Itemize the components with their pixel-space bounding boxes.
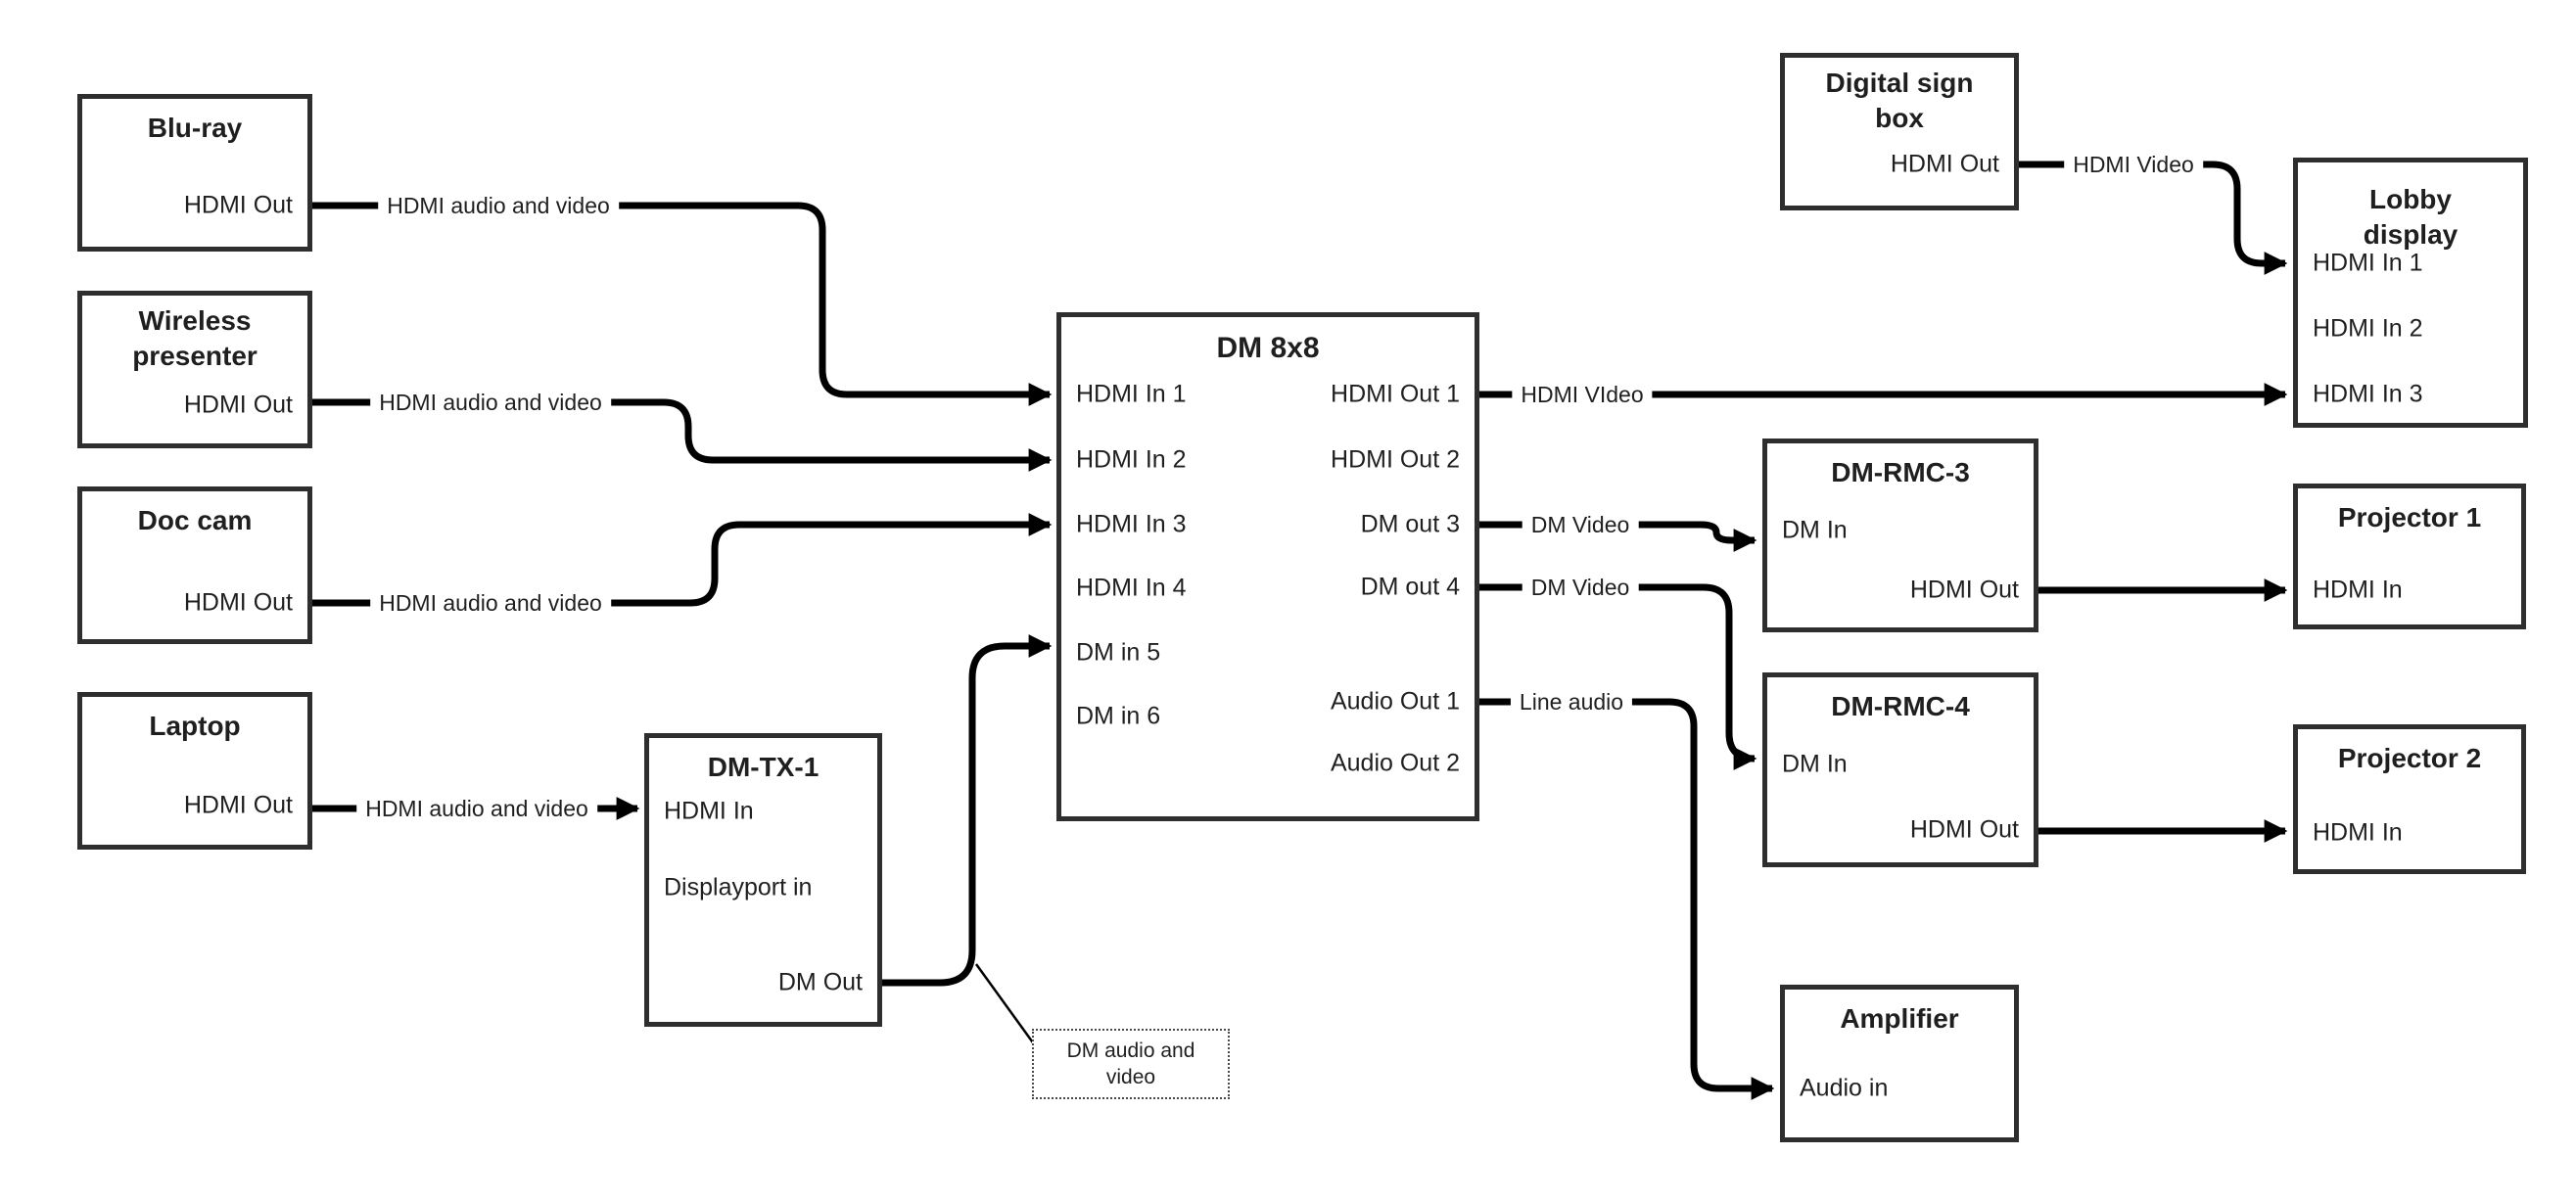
node-title: DM-TX-1 xyxy=(707,752,820,782)
node-laptop[interactable]: Laptop HDMI Out xyxy=(77,692,312,850)
wire-label-hdmi-av-doccam: HDMI audio and video xyxy=(370,588,611,618)
node-title: Lobby display xyxy=(2363,184,2459,250)
node-title: Doc cam xyxy=(137,505,253,535)
node-bluray[interactable]: Blu-ray HDMI Out xyxy=(77,94,312,252)
node-title: Wireless presenter xyxy=(132,305,258,371)
port-bluray-hdmi-out: HDMI Out xyxy=(183,191,293,219)
node-lobby-display[interactable]: Lobby display HDMI In 1 HDMI In 2 HDMI I… xyxy=(2293,158,2528,428)
port-projector1-hdmi-in: HDMI In xyxy=(2313,576,2403,604)
callout-leader-line xyxy=(974,963,1037,1046)
port-dm8x8-hdmi-in-2: HDMI In 2 xyxy=(1076,445,1187,474)
wire-dm8x8-dm-out4-to-dmrmc4-dm-in[interactable] xyxy=(1479,583,1757,770)
port-dm8x8-hdmi-out-1: HDMI Out 1 xyxy=(1331,380,1460,408)
port-dm8x8-dm-out-3: DM out 3 xyxy=(1360,510,1460,538)
port-dm8x8-audio-out-1: Audio Out 1 xyxy=(1330,687,1460,716)
node-digital-sign-box[interactable]: Digital sign box HDMI Out xyxy=(1780,53,2019,210)
callout-dm-audio-and-video: DM audio and video xyxy=(1032,1029,1230,1099)
port-dmrmc4-dm-in: DM In xyxy=(1782,750,1848,778)
port-dm8x8-hdmi-out-2: HDMI Out 2 xyxy=(1331,445,1460,474)
port-dm8x8-dm-in-6: DM in 6 xyxy=(1076,702,1161,730)
wire-label-hdmi-av-laptop: HDMI audio and video xyxy=(356,794,597,823)
wire-wireless-to-dm8x8-hdmi-in2[interactable] xyxy=(312,398,1053,472)
port-projector2-hdmi-in: HDMI In xyxy=(2313,818,2403,847)
port-lobby-hdmi-in-2: HDMI In 2 xyxy=(2313,314,2423,343)
port-dm8x8-hdmi-in-3: HDMI In 3 xyxy=(1076,510,1187,538)
wire-label-dm-video-out4: DM Video xyxy=(1522,573,1639,602)
wire-label-line-audio: Line audio xyxy=(1510,687,1633,716)
port-dm8x8-dm-in-5: DM in 5 xyxy=(1076,638,1161,667)
node-title: DM-RMC-4 xyxy=(1831,691,1970,721)
port-lobby-hdmi-in-3: HDMI In 3 xyxy=(2313,380,2423,408)
port-laptop-hdmi-out: HDMI Out xyxy=(183,791,293,819)
node-wireless-presenter[interactable]: Wireless presenter HDMI Out xyxy=(77,291,312,448)
port-dmrmc3-hdmi-out: HDMI Out xyxy=(1909,576,2019,604)
wire-dmtx1-dmout-to-dm8x8-dm-in5[interactable] xyxy=(882,634,1053,987)
wire-label-hdmi-video-sign: HDMI Video xyxy=(2064,150,2203,179)
wire-label-hdmi-av-wireless: HDMI audio and video xyxy=(370,388,611,417)
wire-label-dm-video-out3: DM Video xyxy=(1522,510,1639,539)
wire-dm8x8-audio-out1-to-amplifier[interactable] xyxy=(1479,698,1775,1100)
port-dmtx1-hdmi-in: HDMI In xyxy=(664,797,754,825)
node-dm-tx-1[interactable]: DM-TX-1 HDMI In Displayport in DM Out xyxy=(644,733,882,1027)
node-dm-8x8[interactable]: DM 8x8 HDMI In 1 HDMI In 2 HDMI In 3 HDM… xyxy=(1056,312,1479,821)
port-amplifier-audio-in: Audio in xyxy=(1800,1074,1889,1102)
node-doc-cam[interactable]: Doc cam HDMI Out xyxy=(77,486,312,644)
port-lobby-hdmi-in-1: HDMI In 1 xyxy=(2313,249,2423,277)
node-title: Projector 2 xyxy=(2337,743,2482,773)
port-dmtx1-displayport-in: Displayport in xyxy=(664,873,813,901)
port-dm8x8-dm-out-4: DM out 4 xyxy=(1360,573,1460,601)
node-title: Digital sign box xyxy=(1825,68,1974,133)
node-dm-rmc-4[interactable]: DM-RMC-4 DM In HDMI Out xyxy=(1762,672,2038,867)
wire-label-hdmi-video-out1: HDMI VIdeo xyxy=(1512,380,1653,409)
port-wireless-hdmi-out: HDMI Out xyxy=(183,391,293,419)
node-dm-rmc-3[interactable]: DM-RMC-3 DM In HDMI Out xyxy=(1762,439,2038,632)
port-dm8x8-audio-out-2: Audio Out 2 xyxy=(1330,749,1460,777)
wire-signbox-to-lobby-hdmi-in1[interactable] xyxy=(2019,161,2288,275)
port-signbox-hdmi-out: HDMI Out xyxy=(1890,150,1999,178)
port-dm8x8-hdmi-in-1: HDMI In 1 xyxy=(1076,380,1187,408)
node-title: DM-RMC-3 xyxy=(1831,457,1970,487)
node-title: Laptop xyxy=(149,711,241,741)
port-dmtx1-dm-out: DM Out xyxy=(777,968,863,996)
node-amplifier[interactable]: Amplifier Audio in xyxy=(1780,985,2019,1142)
port-doccam-hdmi-out: HDMI Out xyxy=(183,588,293,617)
node-title: Blu-ray xyxy=(147,113,243,143)
node-title: Amplifier xyxy=(1840,1003,1959,1034)
node-projector-2[interactable]: Projector 2 HDMI In xyxy=(2293,724,2526,874)
wire-label-hdmi-av-bluray: HDMI audio and video xyxy=(378,191,619,220)
node-projector-1[interactable]: Projector 1 HDMI In xyxy=(2293,484,2526,629)
wire-bluray-to-dm8x8-hdmi-in1[interactable] xyxy=(312,202,1053,406)
node-title: DM 8x8 xyxy=(1216,332,1320,364)
wire-doccam-to-dm8x8-hdmi-in3[interactable] xyxy=(312,513,1053,607)
node-title: Projector 1 xyxy=(2337,502,2482,532)
port-dmrmc3-dm-in: DM In xyxy=(1782,516,1848,544)
port-dm8x8-hdmi-in-4: HDMI In 4 xyxy=(1076,574,1187,602)
port-dmrmc4-hdmi-out: HDMI Out xyxy=(1909,815,2019,844)
wire-dm8x8-dm-out3-to-dmrmc3-dm-in[interactable] xyxy=(1479,521,1757,552)
